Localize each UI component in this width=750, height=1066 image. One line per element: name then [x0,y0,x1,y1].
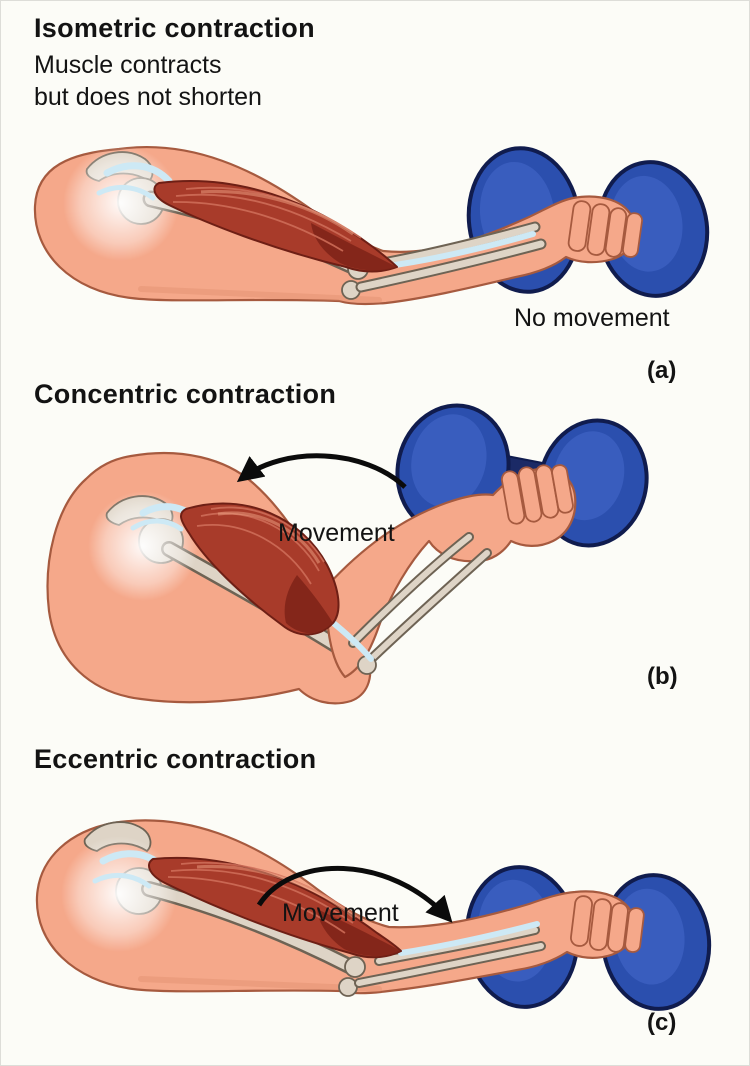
panel-a-subtitle-line2: but does not shorten [34,83,262,111]
panel-c-figure [35,819,712,1011]
panel-c-title: Eccentric contraction [34,744,317,774]
hand-a [567,200,643,258]
joint-glow-a [63,145,179,261]
panel-b-movement-label: Movement [278,519,395,547]
panel-b-letter: (b) [647,663,678,690]
panel-a-title: Isometric contraction [34,13,315,43]
panel-b-title: Concentric contraction [34,379,337,409]
movement-arrow-c [256,866,453,923]
movement-arrow-b [236,453,407,489]
panel-a-letter: (a) [647,357,677,384]
panel-a-subtitle-line1: Muscle contracts [34,51,222,79]
biceps-tendon-a [392,231,536,268]
biceps-tendon-b [328,618,374,662]
hand-b [500,464,574,525]
biceps-tendon-c [398,921,540,956]
joint-glow-b [88,491,198,601]
panel-b-figure [46,403,649,705]
elbow-joint-c [344,956,366,978]
panel-a-figure [33,145,710,306]
hand-c [570,895,645,953]
panel-a-movement-label: No movement [514,304,670,332]
shoulder-tendon-a [103,162,173,185]
panel-c-movement-label: Movement [282,899,399,927]
olecranon-c [338,977,358,997]
panel-c-letter: (c) [647,1009,677,1036]
